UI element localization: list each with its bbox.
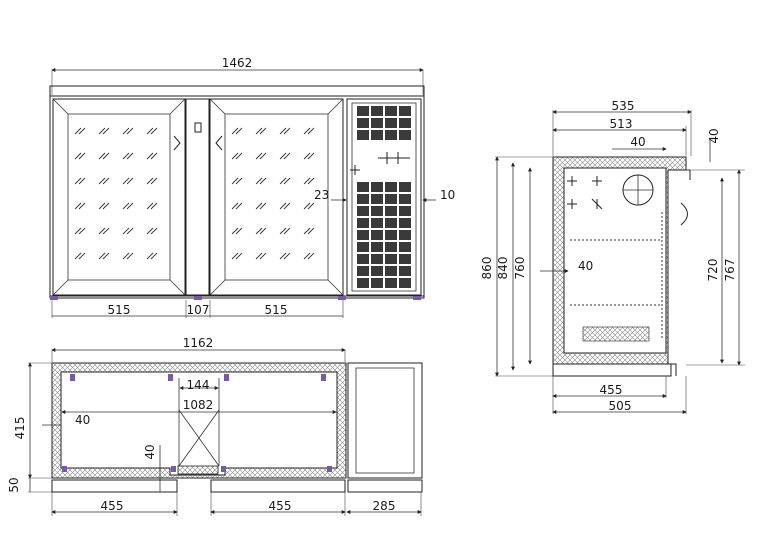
shelf-offset-label: 40 bbox=[578, 259, 593, 273]
fastener-icons bbox=[567, 176, 603, 210]
top-lip-label: 40 bbox=[630, 135, 645, 149]
plinth-right-label: 455 bbox=[269, 499, 292, 513]
inner-span-label: 1082 bbox=[183, 398, 214, 412]
divider-width-label: 107 bbox=[187, 303, 210, 317]
grille-offset-label: 10 bbox=[440, 188, 455, 202]
depth-label: 415 bbox=[13, 417, 27, 440]
grille-gap-label: 23 bbox=[314, 188, 329, 202]
left-door-handle bbox=[173, 135, 181, 151]
plan-view: 1162 144 1082 40 40 415 bbox=[7, 336, 423, 516]
height-overall-label: 860 bbox=[480, 257, 494, 280]
left-glass-door bbox=[52, 98, 186, 296]
top-depth-label: 535 bbox=[612, 99, 635, 113]
door-right-width-label: 515 bbox=[265, 303, 288, 317]
unit-width-label: 285 bbox=[373, 499, 396, 513]
height-body-label: 840 bbox=[496, 257, 510, 280]
side-view: 535 513 40 40 40 860 840 7 bbox=[480, 99, 745, 414]
height-inner-label: 760 bbox=[513, 257, 527, 280]
door-left-width-label: 515 bbox=[108, 303, 131, 317]
door-height-label: 720 bbox=[706, 259, 720, 282]
door-total-label: 767 bbox=[723, 259, 737, 282]
overall-width-label: 1462 bbox=[222, 56, 253, 70]
front-view: 1462 bbox=[49, 56, 455, 318]
plus-icon bbox=[350, 165, 360, 175]
floor-gap-label: 40 bbox=[143, 444, 157, 459]
plinth-left-label: 455 bbox=[101, 499, 124, 513]
bottom-inner-label: 455 bbox=[600, 383, 623, 397]
center-cutout-label: 144 bbox=[187, 378, 210, 392]
door-handle-icon bbox=[680, 202, 688, 226]
right-door-handle bbox=[215, 135, 223, 151]
ventilation-grille bbox=[346, 98, 422, 296]
lip-height-label: 40 bbox=[707, 128, 721, 143]
base-height-label: 50 bbox=[7, 477, 21, 492]
inner-depth-label: 513 bbox=[610, 117, 633, 131]
center-divider bbox=[185, 98, 210, 300]
wall-thickness-label: 40 bbox=[75, 413, 90, 427]
right-glass-door bbox=[209, 98, 344, 296]
lock-icon bbox=[194, 122, 202, 133]
interior-width-label: 1162 bbox=[183, 336, 214, 350]
bottom-total-label: 505 bbox=[609, 399, 632, 413]
bottom-grate bbox=[582, 326, 650, 342]
control-panel-icon bbox=[378, 152, 410, 164]
